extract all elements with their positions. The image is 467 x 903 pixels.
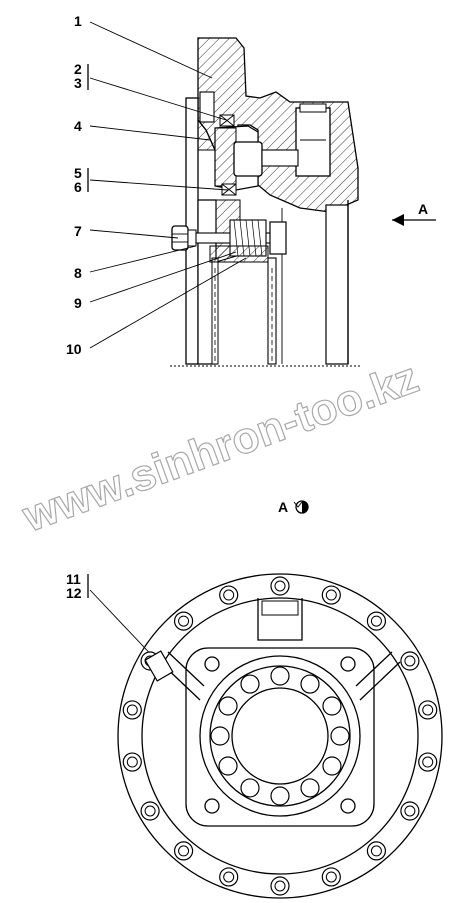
hub-bore bbox=[231, 687, 329, 785]
outer-bolt-hole-inner bbox=[274, 880, 286, 892]
section-arrow: A bbox=[392, 201, 436, 226]
inner-bolt-hole bbox=[270, 666, 290, 686]
callout-2: 2 bbox=[74, 61, 82, 77]
outer-bolt-hole bbox=[173, 841, 194, 861]
callout-1: 1 bbox=[74, 13, 82, 29]
callout-10: 10 bbox=[66, 341, 82, 357]
inner-bolt-hole bbox=[240, 778, 260, 798]
outer-bolt-hole bbox=[321, 867, 341, 887]
callout-3: 3 bbox=[74, 75, 82, 91]
outer-bolt-hole-inner bbox=[274, 580, 286, 592]
section-view: A bbox=[170, 37, 436, 367]
outer-bolt-hole-inner bbox=[325, 871, 337, 883]
inner-bolt-hole bbox=[300, 674, 320, 694]
inner-bolt-hole bbox=[218, 696, 238, 716]
outer-bolt-hole bbox=[418, 752, 438, 772]
inner-bolt-hole bbox=[270, 786, 290, 806]
outer-bolt-holes bbox=[122, 576, 438, 896]
callout-5: 5 bbox=[74, 165, 82, 181]
outer-bolt-hole bbox=[140, 801, 160, 821]
outer-bolt-hole bbox=[400, 651, 420, 671]
outer-bolt-hole bbox=[270, 576, 290, 596]
outer-bolt-hole bbox=[400, 801, 420, 821]
callout-6: 6 bbox=[74, 179, 82, 195]
callout-12: 12 bbox=[66, 585, 82, 601]
outer-bolt-hole-inner bbox=[404, 655, 416, 667]
view-label: A bbox=[278, 499, 288, 515]
outer-bolt-hole-inner bbox=[223, 589, 235, 601]
lug bbox=[144, 650, 174, 682]
callout-4: 4 bbox=[74, 118, 82, 134]
inner-bolt-hole bbox=[330, 726, 350, 746]
inner-bolt-hole bbox=[322, 696, 342, 716]
outer-bolt-hole-inner bbox=[223, 871, 235, 883]
outer-bolt-hole-inner bbox=[126, 756, 138, 768]
top-boss bbox=[257, 598, 303, 641]
inner-bolt-hole bbox=[322, 756, 342, 776]
center-plate bbox=[185, 647, 375, 827]
outer-bolt-hole bbox=[270, 876, 290, 896]
outer-bolt-hole-inner bbox=[422, 704, 434, 716]
outer-bolt-hole-inner bbox=[178, 615, 190, 627]
plug bbox=[295, 107, 331, 177]
watermark: www.sinhron-too.kz bbox=[16, 353, 425, 542]
outer-bolt-hole-inner bbox=[370, 845, 382, 857]
outer-bolt-hole-inner bbox=[370, 615, 382, 627]
piston bbox=[233, 141, 263, 177]
outer-bolt-hole bbox=[418, 700, 438, 720]
outer-bolt-hole-inner bbox=[144, 805, 156, 817]
callout-9: 9 bbox=[74, 295, 82, 311]
outer-bolt-hole bbox=[122, 700, 142, 720]
outer-bolt-hole-inner bbox=[126, 704, 138, 716]
inner-bolt-hole bbox=[300, 778, 320, 798]
outer-bolt-hole bbox=[366, 611, 387, 631]
outer-bolt-hole-inner bbox=[178, 845, 190, 857]
outer-bolt-hole-inner bbox=[325, 589, 337, 601]
section-arrow-label: A bbox=[418, 201, 428, 217]
callout-11: 11 bbox=[66, 571, 81, 587]
front-view bbox=[117, 573, 443, 899]
inner-bolt-circle bbox=[210, 666, 350, 806]
callouts: 1 2 3 4 5 6 7 8 9 10 11 12 bbox=[66, 13, 82, 601]
inner-bolt-hole bbox=[218, 756, 238, 776]
inner-bolt-hole bbox=[240, 674, 260, 694]
callout-8: 8 bbox=[74, 265, 82, 281]
outer-bolt-hole bbox=[122, 752, 142, 772]
outer-bolt-hole bbox=[219, 867, 239, 887]
outer-bolt-hole-inner bbox=[422, 756, 434, 768]
outer-flange bbox=[117, 573, 443, 899]
outer-bolt-hole bbox=[366, 841, 387, 861]
outer-bolt-hole-inner bbox=[404, 805, 416, 817]
outer-bolt-hole bbox=[321, 585, 341, 605]
outer-bolt-hole bbox=[219, 585, 239, 605]
outer-bolt-hole bbox=[173, 611, 194, 631]
inner-bolt-hole bbox=[210, 726, 230, 746]
view-a-label: A bbox=[278, 499, 309, 515]
callout-7: 7 bbox=[74, 223, 82, 239]
